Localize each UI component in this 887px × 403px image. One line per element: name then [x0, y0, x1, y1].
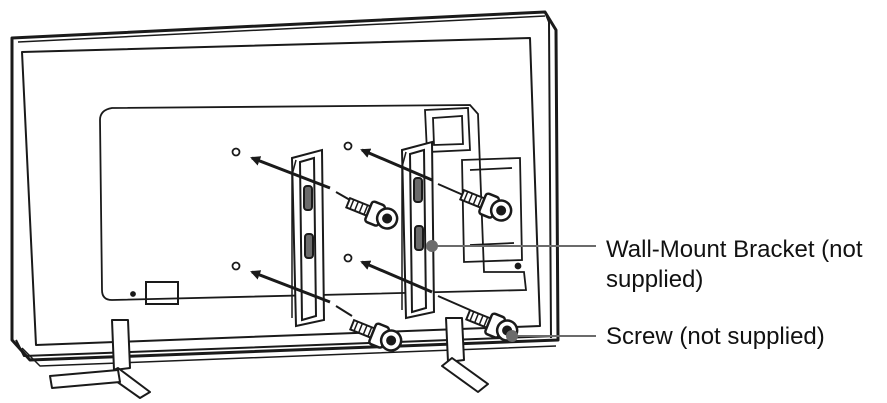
label-wall-mount-bracket: Wall-Mount Bracket (not supplied)	[606, 235, 886, 295]
label-screw: Screw (not supplied)	[606, 322, 825, 352]
